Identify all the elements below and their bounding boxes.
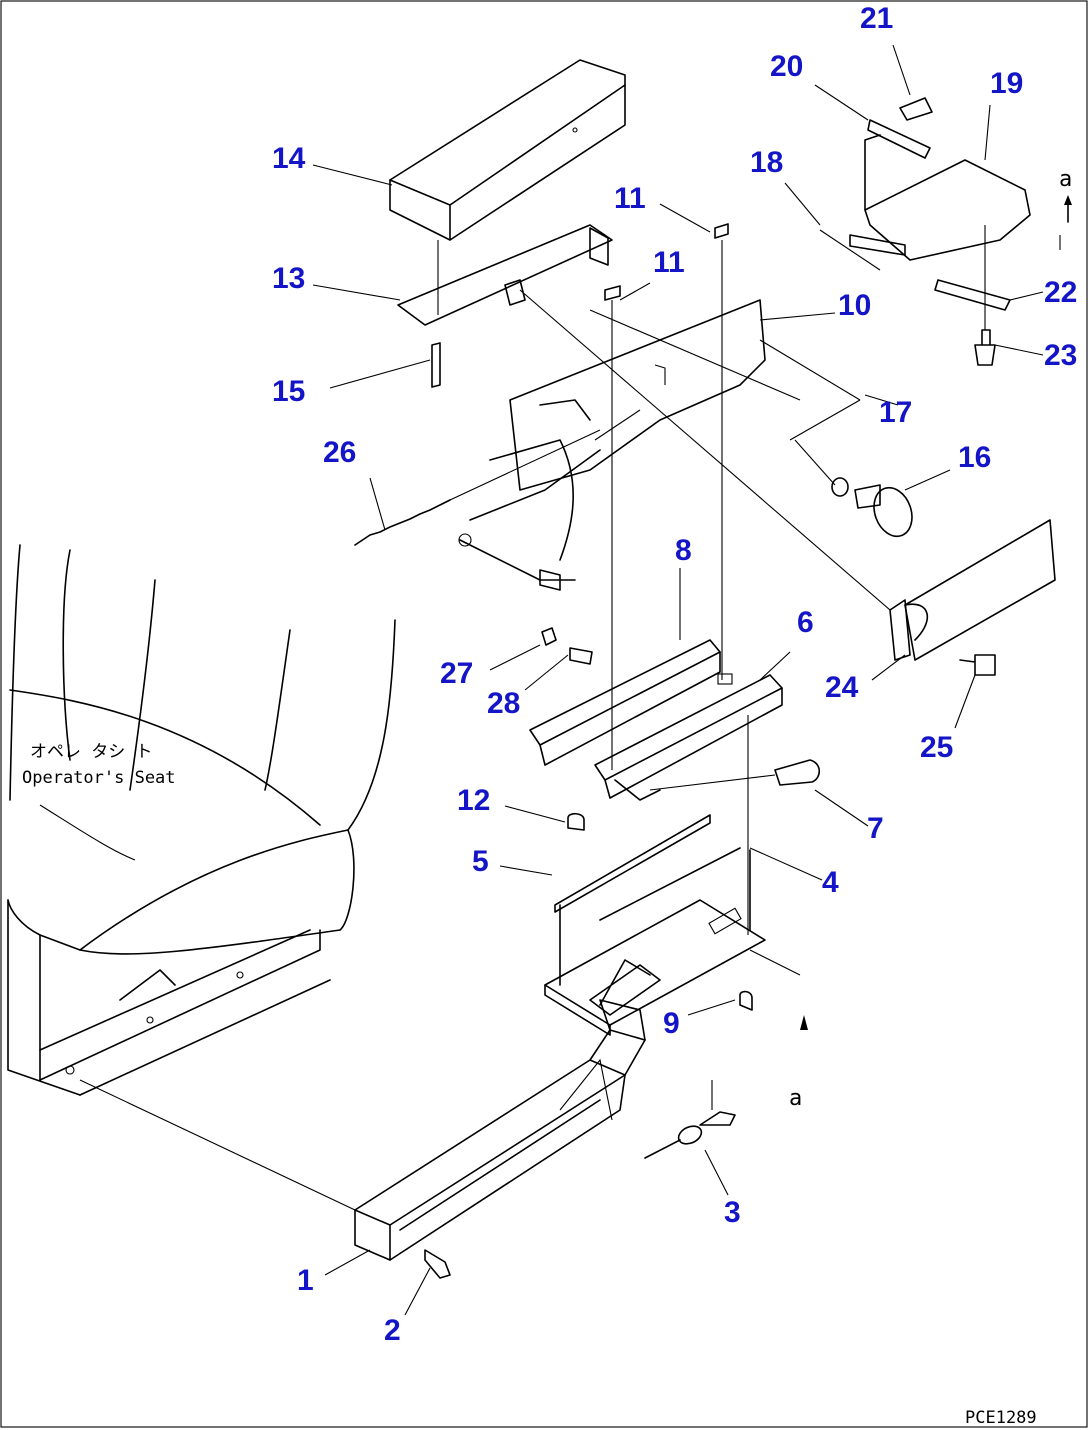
callout-22: 22 [1044, 276, 1077, 309]
bolts-11 [604, 223, 749, 935]
armrest-plate-13 [397, 224, 613, 326]
callout-7: 7 [867, 812, 884, 845]
callout-5: 5 [472, 845, 489, 878]
operator-seat [7, 544, 396, 1096]
nut-12 [567, 812, 585, 831]
callout-11-lower: 11 [653, 246, 685, 279]
callout-25: 25 [920, 731, 953, 764]
callout-1: 1 [297, 1264, 314, 1297]
pin-28 [569, 647, 593, 665]
side-panel-24 [889, 519, 1056, 661]
callout-3: 3 [724, 1196, 741, 1229]
callout-14: 14 [272, 142, 306, 175]
slide-rail-8 [529, 639, 721, 766]
view-marker-top: a [1059, 167, 1072, 192]
callout-24: 24 [825, 671, 859, 704]
callout-21: 21 [860, 2, 893, 35]
armrest-bracket-19 [819, 134, 1031, 271]
washer-20 [867, 119, 931, 159]
callout-20: 20 [770, 50, 803, 83]
armrest-cushion-14 [389, 59, 626, 241]
callout-13: 13 [272, 262, 305, 295]
callout-15: 15 [272, 375, 305, 408]
callout-10: 10 [838, 289, 871, 322]
view-arrow-head-bottom [800, 1015, 808, 1030]
view-arrow-head-top [1064, 195, 1072, 205]
base-rail [354, 999, 646, 1261]
bolt-21 [899, 97, 933, 121]
callout-8: 8 [675, 534, 692, 567]
callout-9: 9 [663, 1007, 680, 1040]
callout-28: 28 [487, 687, 520, 720]
seat-label-jp: オペレ タシ ト [30, 742, 152, 762]
washer-17 [831, 477, 849, 497]
slide-rail-6 [594, 673, 783, 801]
bolt-2 [424, 1249, 451, 1279]
clip-9 [739, 990, 753, 1011]
callout-11-upper: 11 [614, 182, 646, 215]
handle-7 [774, 759, 821, 786]
callouts: 1 2 3 4 5 6 7 8 9 10 11 11 12 13 14 15 1… [272, 2, 1077, 1347]
callout-16: 16 [958, 441, 991, 474]
callout-19: 19 [990, 67, 1023, 100]
callout-18: 18 [750, 146, 783, 179]
slide-plate [544, 814, 766, 1036]
spring-26 [354, 499, 451, 546]
armrest-bracket [458, 299, 766, 591]
plate-22 [934, 279, 1011, 311]
screw-15 [431, 342, 441, 388]
knob-16 [854, 484, 913, 538]
callout-23: 23 [1044, 339, 1077, 372]
bolt-23 [974, 329, 996, 366]
callout-27: 27 [440, 657, 473, 690]
callout-2: 2 [384, 1314, 401, 1347]
view-marker-bottom: a [789, 1086, 802, 1111]
callout-26: 26 [323, 436, 356, 469]
seat-label-en: Operator's Seat [22, 768, 176, 788]
leader-lines [312, 44, 1044, 1316]
bolt-25 [959, 654, 996, 676]
lever-3 [644, 1080, 736, 1159]
drawing-code: PCE1289 [965, 1408, 1037, 1428]
callout-12: 12 [457, 784, 490, 817]
washer-27 [541, 627, 557, 646]
callout-4: 4 [822, 866, 839, 899]
callout-17: 17 [879, 396, 912, 429]
callout-6: 6 [797, 606, 814, 639]
